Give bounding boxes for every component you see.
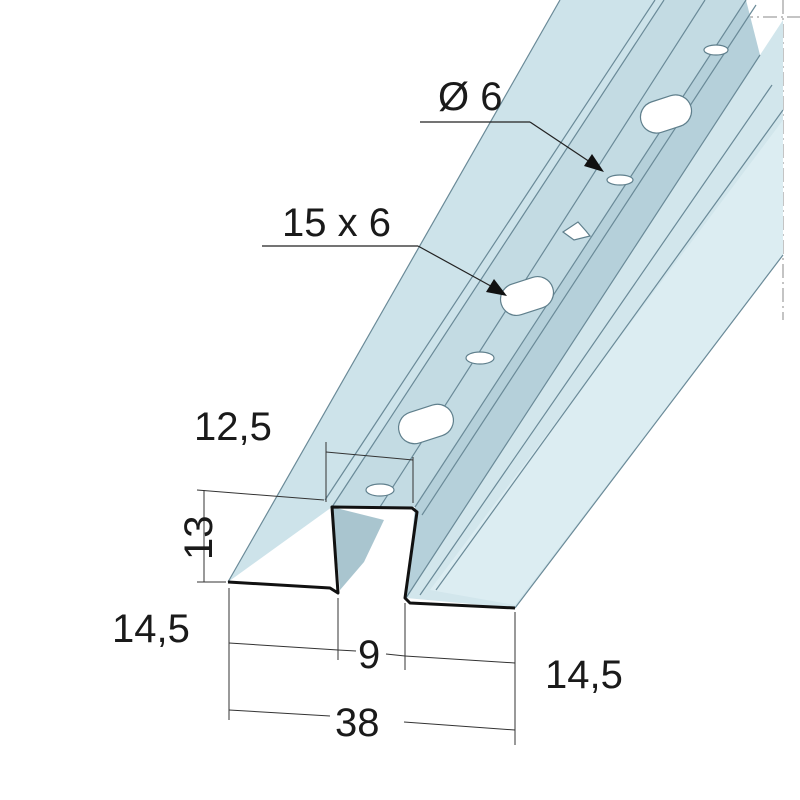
label-round-hole: Ø 6 [438, 75, 502, 119]
slot-hole [397, 403, 455, 445]
label-channel-top-width: 12,5 [194, 405, 272, 449]
dim-channel-height: 13 [177, 489, 325, 583]
right-flange-surface [406, 20, 783, 608]
slot-hole [499, 276, 555, 316]
channel-web-surface [332, 0, 746, 507]
dim-channel-top: 12,5 [194, 405, 414, 503]
dim-left-flange: 14,5 [112, 588, 339, 720]
label-left-flange: 14,5 [112, 607, 190, 651]
callout-round-hole: Ø 6 [420, 75, 604, 172]
round-hole [606, 174, 634, 186]
dim-total-width: 38 [228, 701, 516, 745]
dim-channel-bottom: 9 [337, 603, 406, 677]
label-channel-bottom-width: 9 [358, 633, 380, 677]
left-flange-surface [228, 0, 664, 582]
right-wall-surface [406, 0, 760, 598]
perforations [365, 44, 729, 497]
round-hole [365, 483, 395, 497]
label-channel-height: 13 [177, 516, 221, 561]
channel-inner-wall [332, 507, 384, 590]
label-slot-hole: 15 x 6 [282, 201, 391, 245]
callout-slot-hole: 15 x 6 [262, 201, 507, 296]
label-right-flange: 14,5 [545, 653, 623, 697]
round-hole [703, 44, 729, 56]
round-hole [465, 351, 495, 365]
label-total-width: 38 [335, 701, 380, 745]
slot-hole [639, 94, 693, 134]
section-outline [227, 505, 516, 610]
right-flange-highlight [430, 120, 783, 605]
steel-profile [228, 0, 783, 608]
tab-cutout [561, 221, 592, 241]
dim-right-flange: 14,5 [404, 612, 623, 745]
